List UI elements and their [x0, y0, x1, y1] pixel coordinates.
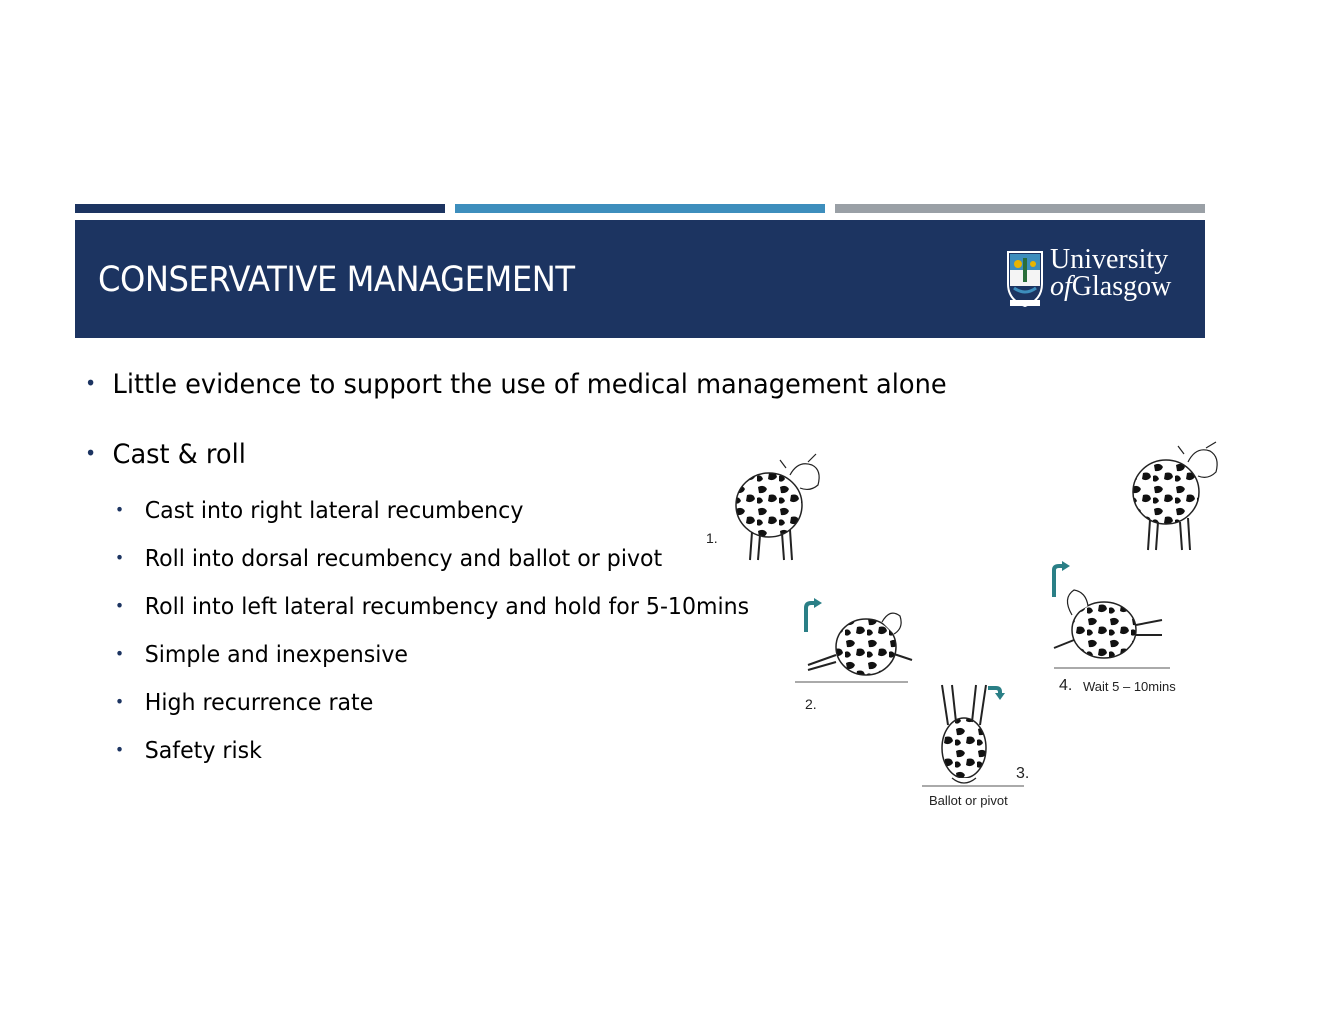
sub-bullet-text: Roll into left lateral recumbency and ho… [144, 594, 750, 620]
slide-title: CONSERVATIVE MANAGEMENT [98, 260, 575, 300]
step-4-label: 4. [1059, 677, 1073, 694]
accent-bar-navy [75, 204, 445, 213]
arrow-head-icon [995, 693, 1005, 700]
turn-arrow-icon [988, 686, 1002, 695]
sub-bullet: •High recurrence rate [115, 690, 374, 716]
turn-arrow-icon [804, 601, 816, 632]
university-crest-icon [1007, 251, 1043, 308]
logo-line1: University [1050, 244, 1169, 275]
bullet-2: •Cast & roll [85, 439, 246, 470]
cow-illustrations [735, 441, 1218, 787]
sub-bullet: •Cast into right lateral recumbency [115, 498, 524, 524]
sub-bullet: •Safety risk [115, 738, 262, 764]
university-logo: University ofGlasgow [1050, 244, 1172, 302]
cow-lateral-icon [1053, 589, 1170, 669]
cow-lateral-icon [795, 612, 913, 683]
step-3-label: 3. [1016, 765, 1030, 782]
sub-bullet-text: Simple and inexpensive [144, 642, 409, 668]
cow-standing-icon [1132, 441, 1218, 551]
accent-bar-blue [455, 204, 825, 213]
cow-standing-icon [735, 453, 820, 561]
step-4-caption: Wait 5 – 10mins [1083, 679, 1176, 694]
bullet-2-text: Cast & roll [112, 439, 246, 470]
cast-and-roll-diagram: 1. 2. 3. Ballot or pivot 4. Wait 5 – 10m… [690, 440, 1230, 820]
sub-bullet-text: Cast into right lateral recumbency [144, 498, 524, 524]
arrow-head-icon [1062, 561, 1070, 571]
cow-dorsal-icon [922, 684, 1024, 787]
sub-bullet: •Roll into left lateral recumbency and h… [115, 594, 750, 620]
step-3-caption: Ballot or pivot [929, 793, 1008, 808]
sub-bullet: •Roll into dorsal recumbency and ballot … [115, 546, 663, 572]
step-2-label: 2. [805, 696, 817, 712]
bullet-1-text: Little evidence to support the use of me… [112, 369, 947, 400]
step-1-label: 1. [706, 530, 718, 546]
sub-bullet-text: Safety risk [144, 738, 262, 764]
bullet-1: •Little evidence to support the use of m… [85, 369, 947, 400]
logo-line2: Glasgow [1071, 271, 1172, 302]
sub-bullet-text: Roll into dorsal recumbency and ballot o… [144, 546, 663, 572]
sub-bullet: •Simple and inexpensive [115, 642, 409, 668]
turn-arrow-icon [1052, 564, 1064, 597]
accent-bar-grey [835, 204, 1205, 213]
arrow-head-icon [814, 598, 822, 608]
logo-of: of [1050, 271, 1072, 302]
slide-header: CONSERVATIVE MANAGEMENT University ofGla… [75, 220, 1205, 338]
sub-bullet-text: High recurrence rate [144, 690, 374, 716]
